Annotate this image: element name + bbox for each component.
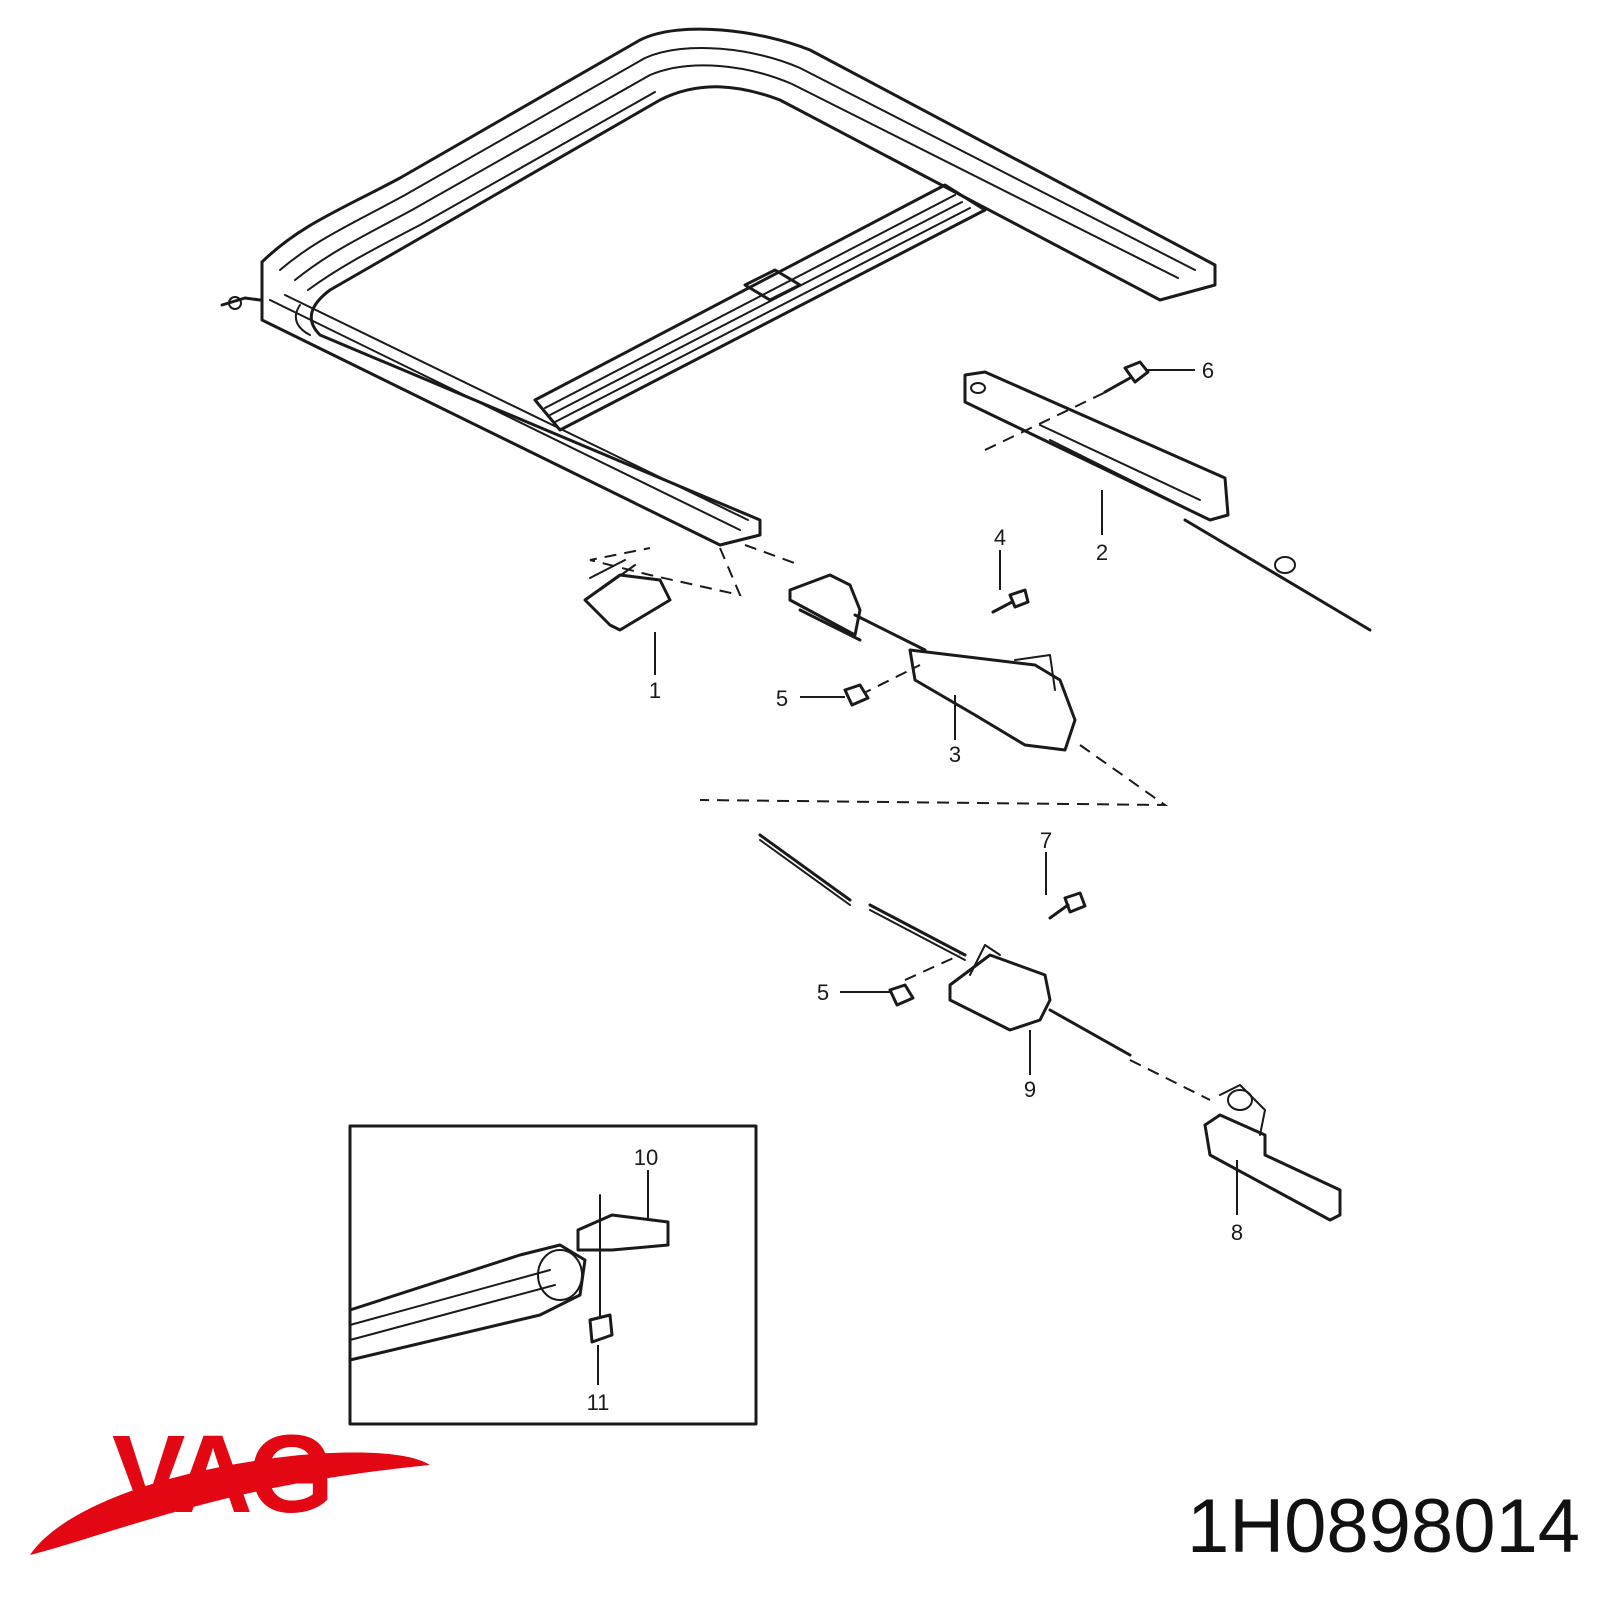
brand-logo-text: VAG xyxy=(112,1413,330,1536)
part-number: 1H0898014 xyxy=(1187,1484,1580,1569)
part-8-lifter xyxy=(1203,1084,1342,1222)
vag-logo: VAG xyxy=(30,1413,430,1555)
callout-11: 11 xyxy=(587,1390,610,1415)
callout-5-lower: 5 xyxy=(817,980,829,1005)
callout-4: 4 xyxy=(994,525,1006,550)
drive-cables xyxy=(758,833,967,961)
callout-10: 10 xyxy=(634,1145,658,1170)
callout-7: 7 xyxy=(1040,828,1052,853)
callout-9: 9 xyxy=(1024,1077,1036,1102)
callout-6: 6 xyxy=(1202,358,1214,383)
part-5-nut-lower xyxy=(840,983,915,1007)
detail-inset xyxy=(348,1124,758,1426)
part-1-guide-piece xyxy=(583,547,742,675)
part-6-screw xyxy=(1103,360,1195,394)
part-9-slider xyxy=(904,944,1211,1101)
callout-8: 8 xyxy=(1231,1220,1243,1245)
part-7-screw xyxy=(1045,852,1087,920)
callout-5-upper: 5 xyxy=(776,686,788,711)
part-2-rail-bracket xyxy=(963,370,1372,632)
callout-1: 1 xyxy=(649,678,661,703)
callout-2: 2 xyxy=(1096,540,1108,565)
callout-3: 3 xyxy=(949,742,961,767)
sunroof-frame xyxy=(220,27,1217,547)
part-5-nut-upper xyxy=(800,683,870,707)
part-3-slider xyxy=(699,544,1169,807)
part-4-screw xyxy=(991,550,1030,614)
